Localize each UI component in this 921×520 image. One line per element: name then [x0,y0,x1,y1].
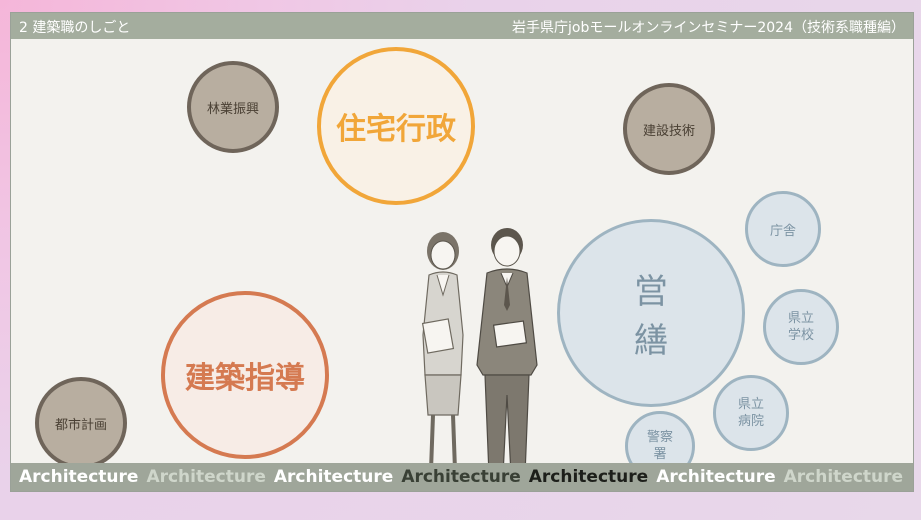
circle-construction-tech: 建設技術 [623,83,715,175]
footer-word: Architecture [401,467,521,487]
circle-office-building-label: 庁舎 [769,223,796,239]
circle-prefectural-school: 県立 学校 [763,289,839,365]
man-figure [476,228,538,480]
business-people-illustration [421,228,538,480]
circle-forestry: 林業振興 [187,61,279,153]
section-title: 2 建築職のしごと [19,20,131,36]
footer-word: Architecture [656,467,776,487]
footer-word: Architecture [146,467,266,487]
circle-housing-label: 住宅行政 [336,112,456,147]
circle-maintenance-label: 営 繕 [634,272,696,361]
slide: 2 建築職のしごと 岩手県庁jobモールオンラインセミナー2024（技術系職種編… [10,12,914,492]
circle-forestry-label: 林業振興 [206,101,259,117]
circle-maintenance: 営 繕 [557,219,745,407]
seminar-title: 岩手県庁jobモールオンラインセミナー2024（技術系職種編） [512,20,905,36]
circle-prefectural-school-label: 県立 学校 [787,311,814,343]
slide-header: 2 建築職のしごと 岩手県庁jobモールオンラインセミナー2024（技術系職種編… [11,13,913,39]
circle-construction-tech-label: 建設技術 [642,123,695,139]
circle-urban-planning-label: 都市計画 [54,417,107,433]
circle-housing: 住宅行政 [317,47,475,205]
footer-word: Architecture [273,467,394,487]
footer-word: Architecture [783,467,904,487]
circle-building-guidance-label: 建築指導 [185,361,305,396]
circle-urban-planning: 都市計画 [35,377,127,469]
woman-figure [421,232,464,476]
circle-building-guidance: 建築指導 [161,291,329,459]
circle-police-station-label: 警察 署 [646,430,673,462]
footer-word: Architecture [19,467,139,487]
footer-word: Architecture [528,467,649,487]
circle-office-building: 庁舎 [745,191,821,267]
architecture-footer-band: Architecture Architecture Architecture A… [11,463,913,491]
circle-prefectural-hospital-label: 県立 病院 [737,397,764,429]
circle-prefectural-hospital: 県立 病院 [713,375,789,451]
